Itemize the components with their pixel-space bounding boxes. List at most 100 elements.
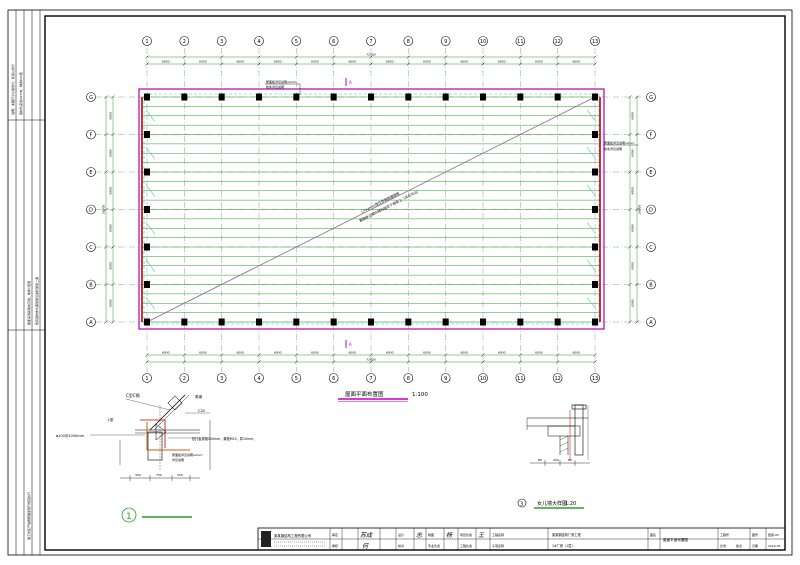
dimension-text: 6000 xyxy=(386,351,394,355)
axis-label: F xyxy=(650,133,653,139)
dimension-tick xyxy=(257,62,261,66)
brace-line xyxy=(145,147,156,160)
axis-label: 12 xyxy=(554,39,560,45)
axis-bubble xyxy=(291,36,302,46)
axis-label: D xyxy=(649,208,653,214)
dimension-tick xyxy=(635,132,639,137)
dimension-tick xyxy=(628,245,632,249)
brace-line xyxy=(145,222,156,235)
dimension-text: 6000 xyxy=(631,299,635,307)
dimension-text: 6000 xyxy=(311,351,319,355)
axis-label: 6 xyxy=(332,376,335,382)
axis-bubble xyxy=(646,92,656,102)
dimension-tick xyxy=(182,353,187,357)
steel-column xyxy=(293,318,300,326)
axis-label: 6 xyxy=(332,39,335,45)
dimension-tick xyxy=(145,353,149,357)
axis-label: 12 xyxy=(554,376,560,382)
version-label: 版次 xyxy=(736,543,742,548)
dimension-tick xyxy=(219,353,224,357)
dimension-tick xyxy=(104,245,108,249)
axis-label: 5 xyxy=(295,39,298,45)
roof-outline xyxy=(138,88,605,330)
axis-label: 7 xyxy=(369,39,372,45)
steel-column xyxy=(405,318,412,326)
axis-bubble xyxy=(366,373,376,383)
axis-label: 4 xyxy=(257,39,260,45)
steel-column xyxy=(442,93,449,101)
dimension-text: 6000 xyxy=(498,60,506,64)
dimension-tick xyxy=(593,353,597,357)
steel-column xyxy=(256,93,262,101)
company-name: 某某钢结构工程有限公司 xyxy=(274,533,311,538)
steel-column xyxy=(592,93,598,101)
cell-draft: 制图 xyxy=(428,532,434,537)
axis-label: 1 xyxy=(145,376,148,382)
axis-label: 3 xyxy=(220,39,223,45)
axis-bubble xyxy=(86,167,96,177)
dimension-text: 6000 xyxy=(109,299,113,307)
dimension-text: 6000 xyxy=(109,187,113,195)
axis-label: E xyxy=(649,170,652,176)
axis-bubble xyxy=(86,129,96,140)
detail-3-beam xyxy=(547,425,581,437)
brace-line xyxy=(145,109,156,122)
axis-bubble xyxy=(440,36,451,46)
axis-bubble xyxy=(86,204,96,215)
axis-bubble xyxy=(86,92,96,102)
steel-column xyxy=(592,206,598,213)
section-mark-bottom-label: A xyxy=(349,342,352,347)
dimension-tick xyxy=(331,360,336,364)
margin-note: 钢材均采用Q235B，焊条E43型 xyxy=(18,72,23,115)
detail-1-label-bottom: 屋面板详见说明xxmm xyxy=(172,452,202,457)
steel-column xyxy=(480,93,486,101)
dimension-tick xyxy=(481,62,485,66)
detail-3-title: 女儿墙大样图 xyxy=(537,500,567,507)
brace-line xyxy=(145,297,156,310)
dimension-tick xyxy=(555,353,560,357)
project-no-label: 工程号 xyxy=(720,532,729,537)
dimension-text: 6000 xyxy=(274,60,282,64)
diagonal-note-2: 屋面板沿横向铺设固定于檩条上（详见节点） xyxy=(358,188,421,223)
note-top-2: 檩条详见说明 xyxy=(266,84,284,89)
axis-label: 4 xyxy=(257,376,260,382)
brace-line xyxy=(586,147,597,160)
date-label: 日期 xyxy=(752,543,758,548)
detail-3-dim-3: 80 xyxy=(568,458,572,462)
steel-columns xyxy=(144,93,598,326)
axis-bubble xyxy=(86,279,96,290)
dimension-tick xyxy=(145,55,149,59)
detail-1-number-circle xyxy=(121,507,137,523)
dimension-text: 36000 xyxy=(638,205,642,215)
dimension-text: 6000 xyxy=(631,187,635,195)
axis-label: B xyxy=(649,283,653,289)
dimension-tick xyxy=(219,62,224,66)
dimension-tick xyxy=(104,207,108,212)
steel-column xyxy=(144,318,150,326)
signature: 苏成 xyxy=(360,531,373,539)
axis-label: 7 xyxy=(369,376,372,382)
date: 2019.05 xyxy=(768,544,780,548)
dimension-text: 6000 xyxy=(109,224,113,232)
sheet-outer-border xyxy=(7,9,793,556)
brace-line xyxy=(586,259,597,272)
dimension-text: 72000 xyxy=(366,53,376,57)
dimension-text: 6000 xyxy=(274,351,282,355)
signature: 志 xyxy=(416,531,423,539)
axis-bubble xyxy=(328,36,339,46)
margin-note: 屋面采用彩钢夹芯板，檩条C型钢 xyxy=(26,281,31,325)
axis-label: A xyxy=(89,320,93,326)
axis-label: B xyxy=(89,283,93,289)
dimension-tick xyxy=(111,95,115,99)
axis-bubble xyxy=(366,36,376,46)
plan-title: 屋面平面布置图 1:100 xyxy=(338,390,428,402)
detail-1-dim-2: 750 xyxy=(156,473,162,477)
steel-column xyxy=(592,318,598,326)
axis-bubble xyxy=(179,373,190,383)
steel-column xyxy=(144,206,150,213)
axis-label: 3 xyxy=(220,376,223,382)
dimension-text: 6000 xyxy=(498,351,506,355)
dimension-text: 6000 xyxy=(573,60,581,64)
axis-bubble xyxy=(254,36,264,46)
